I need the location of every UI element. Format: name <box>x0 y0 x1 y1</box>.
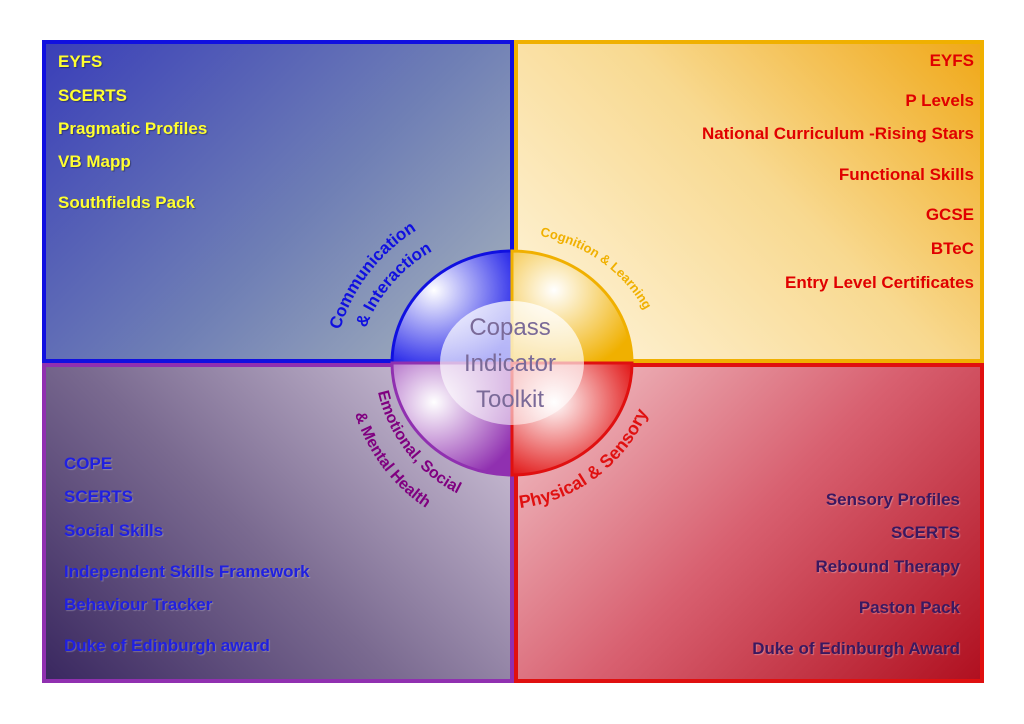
center-title-line3: Toolkit <box>476 386 544 413</box>
emotional-item: SCERTS <box>64 487 133 506</box>
physical-item: Sensory Profiles <box>825 490 960 509</box>
emotional-item: Behaviour Tracker <box>64 595 213 614</box>
cognition-item: P Levels <box>905 91 974 110</box>
communication-item: Pragmatic Profiles <box>58 119 208 138</box>
center-glow <box>440 301 584 425</box>
quadrant-communication <box>42 40 514 363</box>
physical-item: Duke of Edinburgh Award <box>752 639 960 658</box>
physical-item: Rebound Therapy <box>815 557 960 576</box>
emotional-item: COPE <box>64 454 113 473</box>
cognition-item: Functional Skills <box>838 165 974 184</box>
cognition-item: EYFS <box>929 51 974 70</box>
center-title-line1: Copass <box>469 314 550 341</box>
physical-item: SCERTS <box>891 523 960 542</box>
emotional-item: Duke of Edinburgh award <box>64 636 270 655</box>
cognition-item: Entry Level Certificates <box>785 273 974 292</box>
communication-item: Southfields Pack <box>58 193 195 212</box>
communication-item: VB Mapp <box>58 152 131 171</box>
communication-item: EYFS <box>58 52 103 71</box>
cognition-item: GCSE <box>925 205 974 224</box>
cognition-item: National Curriculum -Rising Stars <box>701 124 974 143</box>
center-title-line2: Indicator <box>464 350 556 377</box>
physical-item: Paston Pack <box>858 598 960 617</box>
cognition-item: BTeC <box>930 239 974 258</box>
emotional-item: Social Skills <box>64 521 164 540</box>
emotional-item: Independent Skills Framework <box>64 562 310 581</box>
communication-item: SCERTS <box>58 86 127 105</box>
